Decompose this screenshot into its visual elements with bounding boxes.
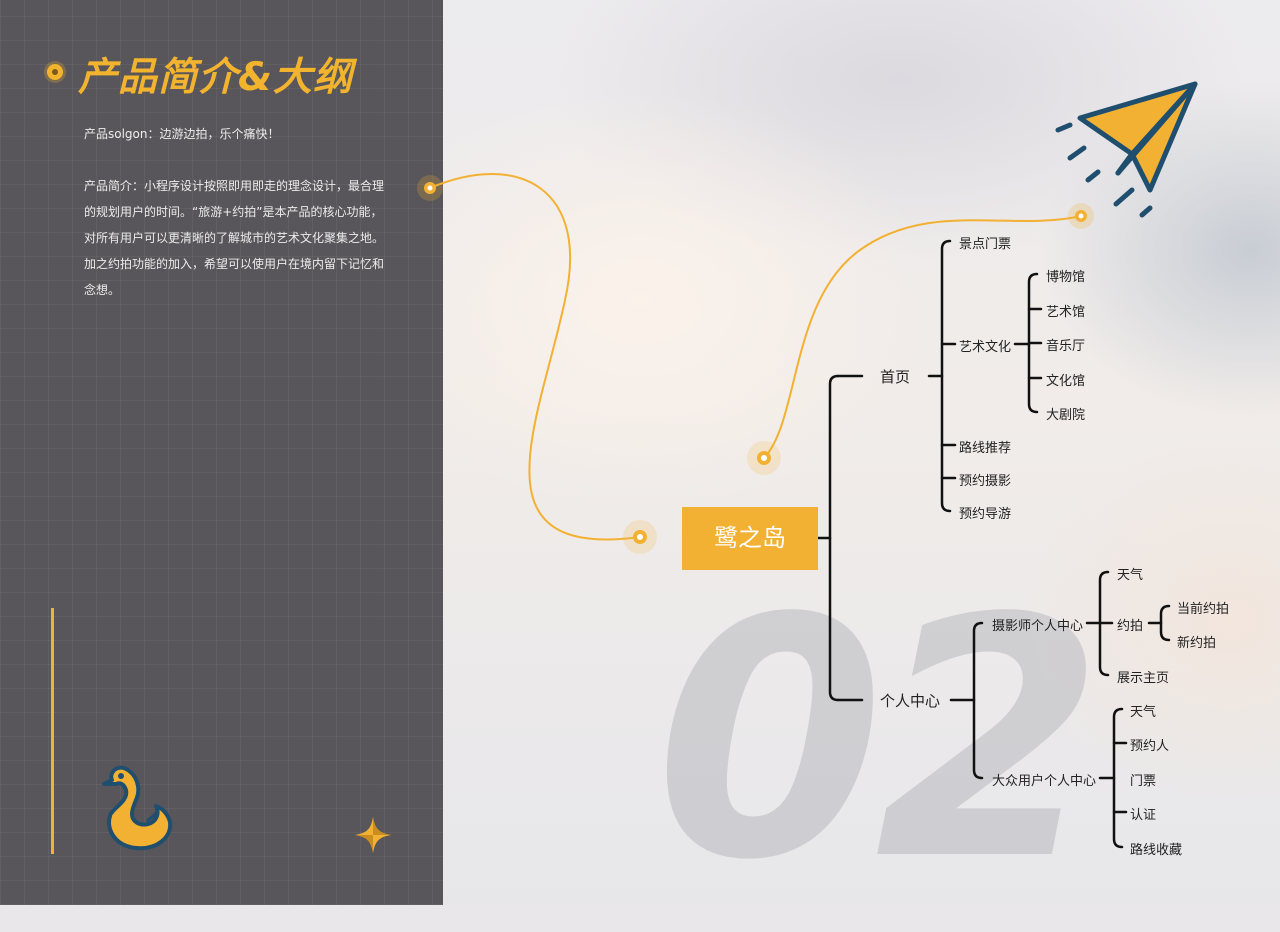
node-route-favorites: 路线收藏: [1130, 839, 1182, 858]
node-weather: 天气: [1130, 701, 1156, 720]
node-verification: 认证: [1130, 804, 1156, 823]
node-public-user-center: 大众用户个人中心: [992, 770, 1096, 789]
mindmap-root-node: 鹭之岛: [682, 507, 818, 570]
node-weather: 天气: [1117, 564, 1143, 583]
node-reservation-person: 预约人: [1130, 735, 1169, 754]
node-showcase: 展示主页: [1117, 667, 1169, 686]
node-booking: 约拍: [1117, 615, 1143, 634]
node-tickets: 门票: [1130, 770, 1156, 789]
node-culture-center: 文化馆: [1046, 370, 1085, 389]
node-art-gallery: 艺术馆: [1046, 301, 1085, 320]
node-home: 首页: [880, 366, 910, 387]
node-art-culture: 艺术文化: [959, 336, 1011, 355]
node-book-photo: 预约摄影: [959, 470, 1011, 489]
node-photographer-center: 摄影师个人中心: [992, 615, 1083, 634]
node-book-guide: 预约导游: [959, 503, 1011, 522]
node-grand-theatre: 大剧院: [1046, 404, 1085, 423]
node-current-booking: 当前约拍: [1177, 598, 1229, 617]
node-concert-hall: 音乐厅: [1046, 335, 1085, 354]
node-personal-center: 个人中心: [880, 690, 940, 711]
node-museum: 博物馆: [1046, 266, 1085, 285]
node-new-booking: 新约拍: [1177, 632, 1216, 651]
node-route-recommend: 路线推荐: [959, 437, 1011, 456]
node-scenic-tickets: 景点门票: [959, 233, 1011, 252]
paper-plane-icon: [1050, 78, 1205, 223]
